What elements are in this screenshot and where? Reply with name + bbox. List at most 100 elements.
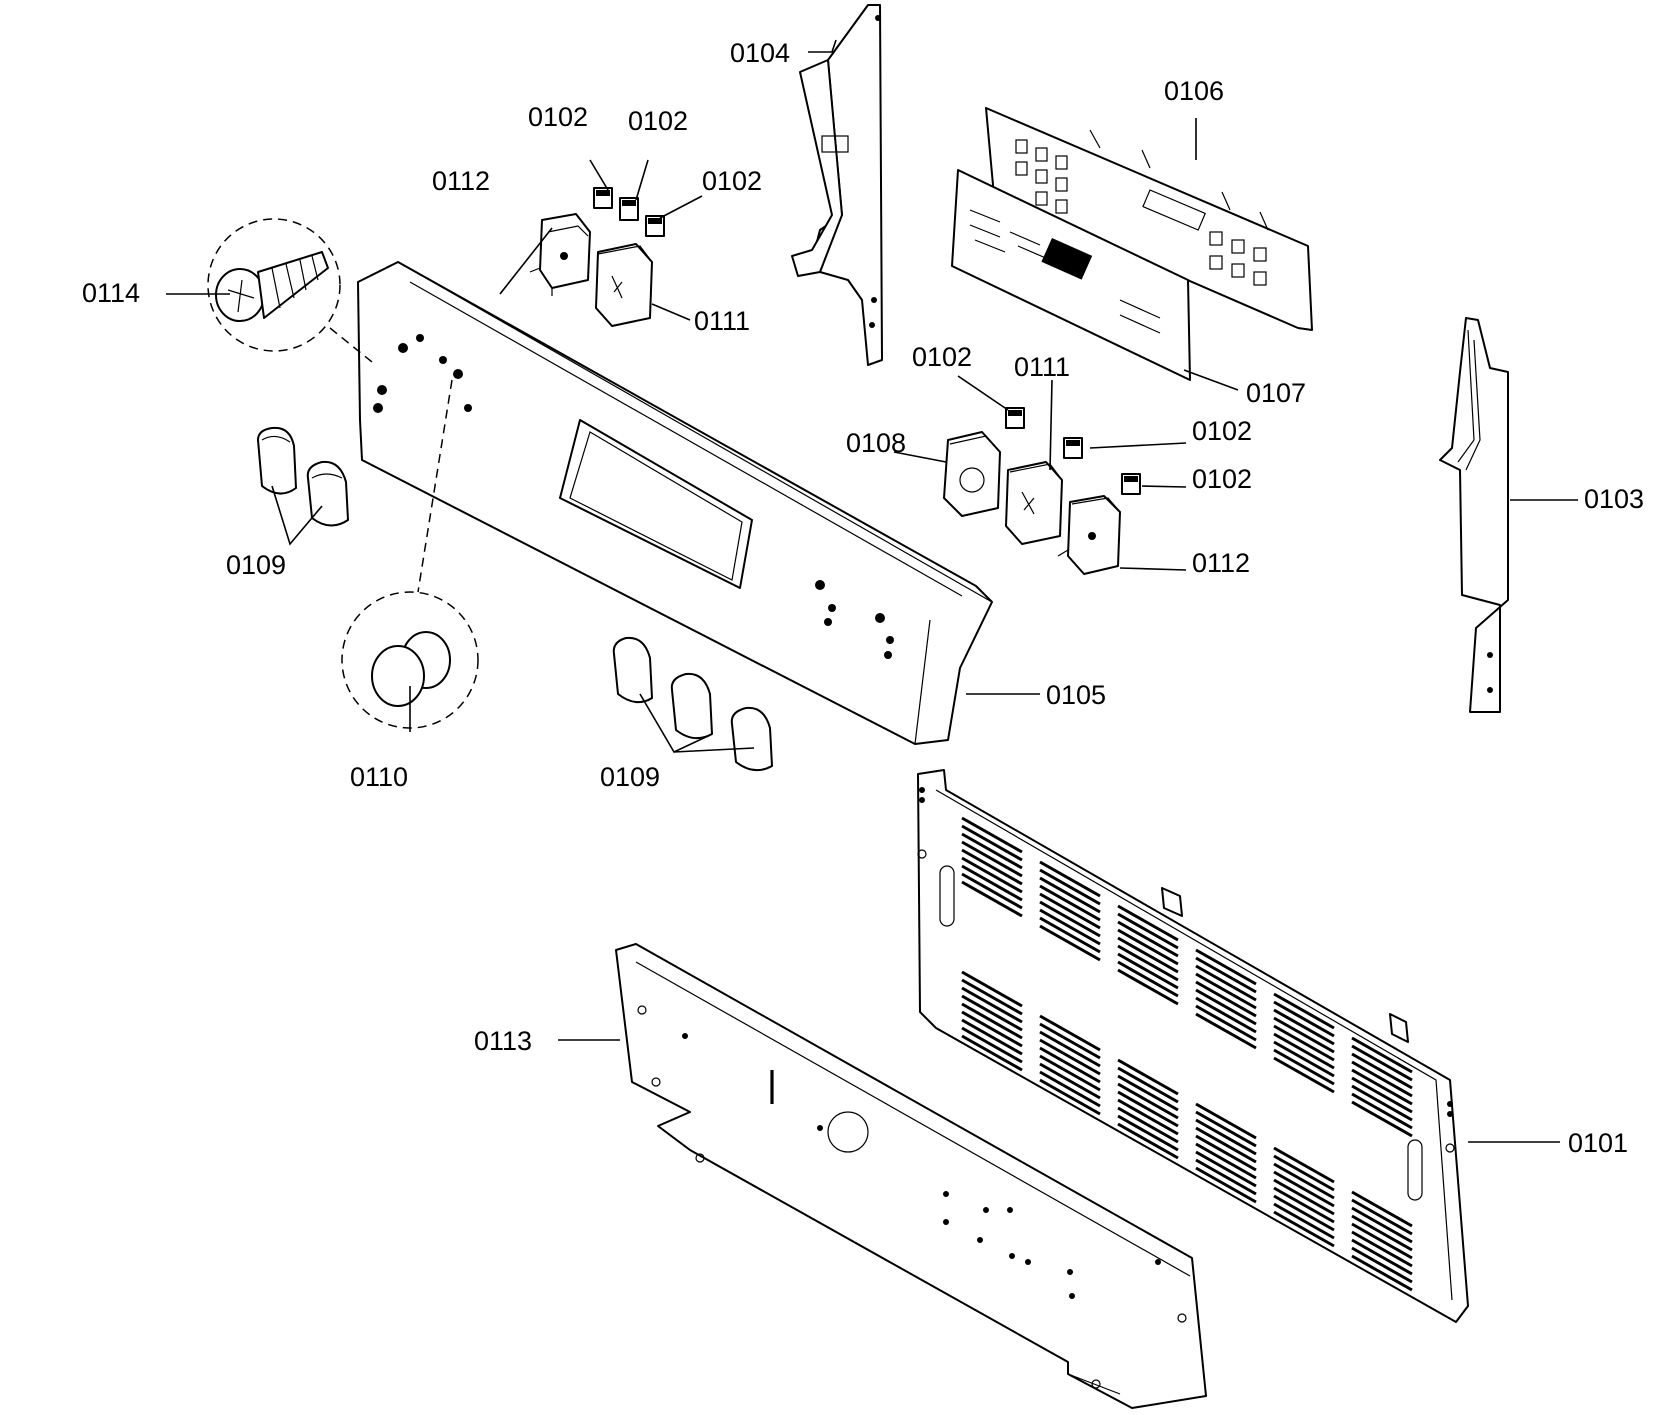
vent-slot — [1195, 980, 1257, 1018]
vent-slot — [1273, 1024, 1335, 1062]
vent-slot — [961, 824, 1023, 862]
vent-slot — [1195, 964, 1257, 1002]
vent-slot — [961, 986, 1023, 1024]
vent-slot — [1039, 908, 1101, 946]
callout-0109: 0109 — [226, 550, 286, 580]
vent-slot — [1351, 1254, 1413, 1292]
vent-slot — [1351, 1246, 1413, 1284]
vent-slot — [1273, 1154, 1335, 1192]
vent-slot — [1195, 1110, 1257, 1148]
vent-slot — [1039, 860, 1101, 898]
vent-slot — [1273, 1056, 1335, 1094]
vent-slot — [1117, 936, 1179, 974]
callout-0102: 0102 — [1192, 464, 1252, 494]
part-0104-bracket — [791, 4, 883, 366]
vent-slot — [1117, 944, 1179, 982]
vent-slot — [1117, 1074, 1179, 1112]
vent-slot — [1273, 1178, 1335, 1216]
vent-slot — [1039, 1054, 1101, 1092]
vent-slot — [1273, 1194, 1335, 1232]
leader-lines — [166, 39, 1578, 1143]
vent-slot — [961, 864, 1023, 902]
vent-slot — [961, 848, 1023, 886]
callout-0113: 0113 — [474, 1026, 532, 1056]
vent-slot — [1039, 868, 1101, 906]
part-0102-switches-middle — [1005, 407, 1141, 495]
callout-0107: 0107 — [1246, 378, 1306, 408]
vent-slot — [961, 832, 1023, 870]
callout-0114: 0114 — [82, 278, 140, 308]
vent-slot — [1117, 1090, 1179, 1128]
vent-slot — [1117, 904, 1179, 942]
vent-slot — [1273, 1162, 1335, 1200]
vent-slot — [961, 1010, 1023, 1048]
vent-slot — [1195, 1126, 1257, 1164]
vent-slot — [1273, 992, 1335, 1030]
callout-0102: 0102 — [912, 342, 972, 372]
vent-slot — [1195, 1142, 1257, 1180]
part-0106-control-board — [985, 107, 1313, 331]
vent-slot — [1273, 1016, 1335, 1054]
vent-slot — [1195, 1150, 1257, 1188]
part-0107-overlay — [951, 169, 1191, 381]
vent-slot — [961, 970, 1023, 1008]
vent-slot — [1039, 1070, 1101, 1108]
part-0114-screw — [207, 218, 373, 363]
callout-0108: 0108 — [846, 428, 906, 458]
vent-slot — [1039, 1014, 1101, 1052]
vent-slot — [1117, 968, 1179, 1006]
vent-slot — [1117, 960, 1179, 998]
vent-slot — [961, 994, 1023, 1032]
part-0109-knobs-left — [257, 426, 349, 527]
vent-slot — [1117, 1066, 1179, 1104]
vent-slot — [1351, 1044, 1413, 1082]
callout-0110: 0110 — [350, 762, 408, 792]
vent-slot — [1273, 1202, 1335, 1240]
vent-slot — [1273, 1032, 1335, 1070]
callout-0101: 0101 — [1568, 1128, 1628, 1158]
vent-slot — [1351, 1230, 1413, 1268]
vent-slot — [1039, 900, 1101, 938]
vent-slot — [1273, 1186, 1335, 1224]
vent-slot — [1351, 1036, 1413, 1074]
part-0101-rear-panel — [917, 769, 1469, 1323]
vent-slot — [1195, 1166, 1257, 1204]
vent-slot — [1117, 920, 1179, 958]
vent-slot — [1351, 1222, 1413, 1260]
vent-slot — [1351, 1206, 1413, 1244]
vent-slot — [1039, 876, 1101, 914]
vent-slot — [1039, 1038, 1101, 1076]
vent-slot — [1117, 1082, 1179, 1120]
vent-slot — [961, 1002, 1023, 1040]
vent-slot — [1273, 1170, 1335, 1208]
part-0111-switch-middle — [1005, 461, 1063, 545]
vent-slot — [1351, 1060, 1413, 1098]
part-0103-bracket — [1439, 317, 1509, 713]
vent-slot — [1351, 1084, 1413, 1122]
vent-slot — [1351, 1076, 1413, 1114]
callout-0102: 0102 — [628, 106, 688, 136]
vent-slot — [961, 1026, 1023, 1064]
callout-0112: 0112 — [1192, 548, 1250, 578]
callout-0103: 0103 — [1584, 484, 1644, 514]
vent-slot — [1195, 1158, 1257, 1196]
part-0108-switch — [943, 431, 1001, 517]
vent-slot — [961, 1018, 1023, 1056]
vent-slot — [961, 1034, 1023, 1072]
part-0113-lower-panel — [615, 943, 1207, 1409]
vent-slot — [1351, 1092, 1413, 1130]
vent-slot — [1117, 928, 1179, 966]
vent-slot — [961, 872, 1023, 910]
vent-slot — [961, 856, 1023, 894]
part-0102-switches-top — [593, 187, 665, 237]
callout-0102: 0102 — [1192, 416, 1252, 446]
vent-slot — [1351, 1214, 1413, 1252]
vent-slot — [961, 880, 1023, 918]
vent-slot — [1195, 948, 1257, 986]
vent-slot — [1273, 1008, 1335, 1046]
vent-slot — [1273, 1040, 1335, 1078]
vent-slot — [1351, 1068, 1413, 1106]
callout-0105: 0105 — [1046, 680, 1106, 710]
vent-slot — [1039, 892, 1101, 930]
